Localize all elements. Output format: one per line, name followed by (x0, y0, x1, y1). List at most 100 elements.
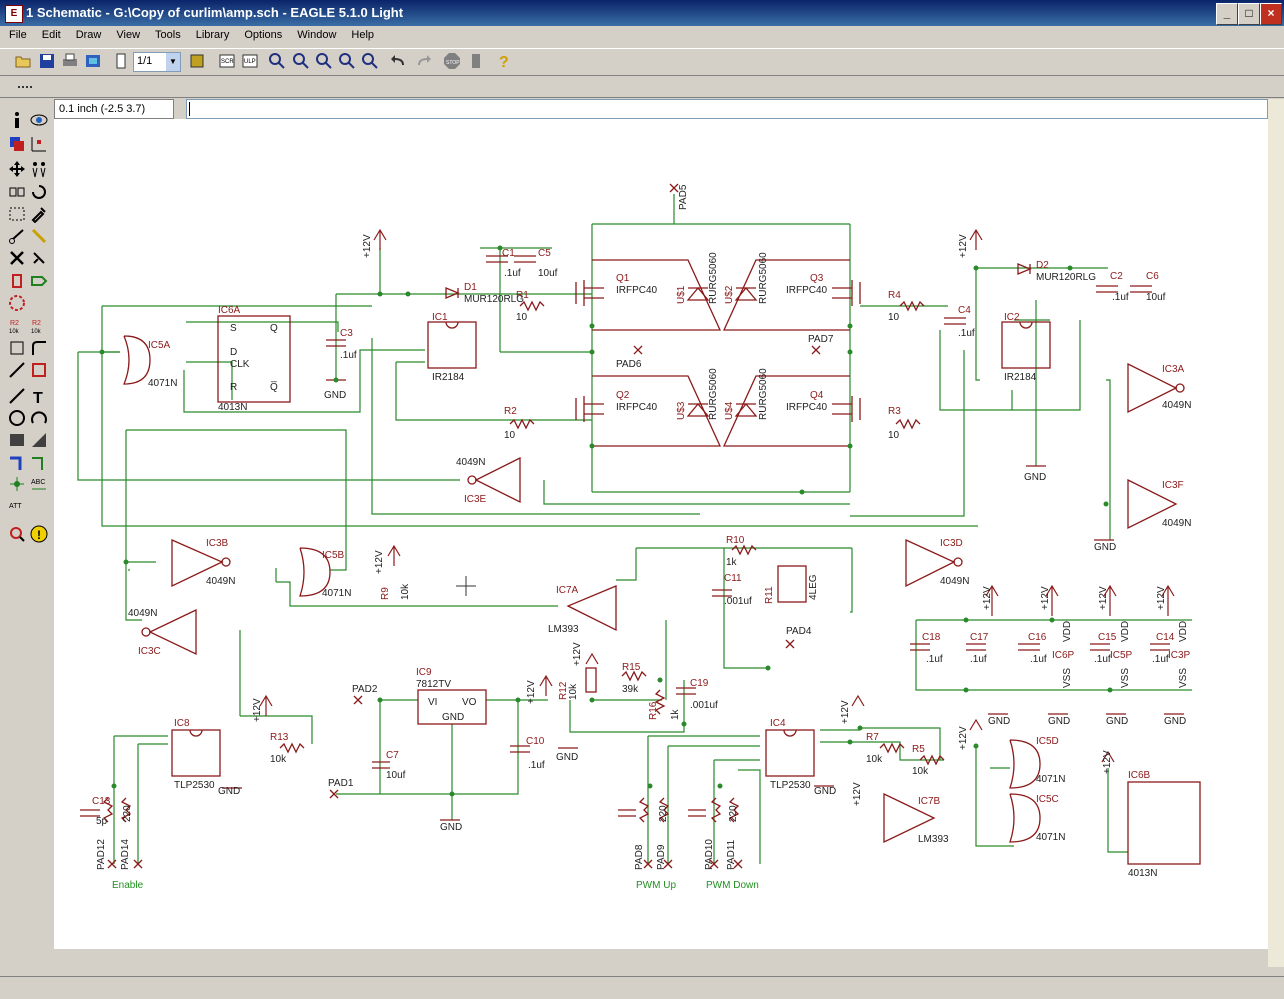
cam-processor-icon[interactable] (84, 52, 102, 70)
miter-icon[interactable] (30, 339, 48, 357)
label-icon[interactable]: ABC (30, 475, 48, 493)
erc-icon[interactable] (8, 525, 26, 543)
plus12-m: +12V (1098, 586, 1109, 610)
menu-tools[interactable]: Tools (155, 29, 181, 41)
svg-text:T: T (33, 390, 43, 405)
menu-bar: File Edit Draw View Tools Library Options Windo… (0, 27, 1284, 47)
help-icon[interactable]: ? (495, 52, 513, 71)
gnd-g: GND (814, 786, 836, 797)
paste-icon[interactable] (30, 227, 48, 245)
smash-icon[interactable] (8, 339, 26, 357)
delete-icon[interactable] (8, 249, 26, 267)
grid-icon[interactable] (16, 78, 34, 96)
undo-icon[interactable] (390, 52, 408, 70)
redraw-icon[interactable] (338, 52, 356, 70)
ic5d-name: IC5D (1036, 736, 1059, 747)
mark-icon[interactable] (30, 135, 48, 153)
stop-icon[interactable]: STOP (443, 52, 461, 70)
script-icon[interactable]: SCR (218, 52, 236, 70)
r220-a: 220 (122, 805, 133, 822)
group-icon[interactable] (8, 205, 26, 223)
go-icon[interactable] (467, 52, 485, 70)
rect-icon[interactable] (8, 431, 26, 449)
errors-icon[interactable]: ! (30, 525, 48, 543)
gateswap-icon[interactable] (30, 272, 48, 290)
print-icon[interactable] (61, 52, 79, 70)
zoom-out-icon[interactable] (315, 52, 333, 70)
plus12-n: +12V (1156, 586, 1167, 610)
add-icon[interactable] (30, 249, 48, 267)
pwm-up-label: PWM Up (636, 880, 676, 891)
maximize-button[interactable]: □ (1238, 3, 1260, 25)
menu-view[interactable]: View (116, 29, 141, 41)
split-icon[interactable] (8, 361, 26, 379)
menu-library[interactable]: Library (195, 29, 230, 41)
open-icon[interactable] (14, 52, 32, 70)
ic5a-type: 4071N (148, 378, 177, 389)
copy-icon[interactable] (30, 160, 48, 178)
invoke-icon[interactable] (30, 361, 48, 379)
replace-icon[interactable] (8, 294, 26, 312)
schematic-canvas[interactable]: IC6A 4013N S D CLK R Q Q̅ IC5A 4071N IC1… (54, 119, 1268, 949)
c13-value: 5p (96, 816, 108, 827)
command-input[interactable] (186, 99, 1268, 119)
gnd-f: GND (218, 786, 240, 797)
r4-value: 10 (888, 312, 900, 323)
c14-name: C14 (1156, 632, 1175, 643)
info-icon[interactable] (8, 111, 26, 129)
bus-icon[interactable] (8, 454, 26, 472)
redo-icon[interactable] (414, 52, 432, 70)
close-button[interactable]: × (1260, 3, 1282, 25)
menu-window[interactable]: Window (297, 29, 337, 41)
sheet-select[interactable]: 1/1▼ (133, 52, 181, 72)
save-icon[interactable] (38, 52, 56, 70)
board-icon[interactable] (188, 52, 206, 70)
r4-name: R4 (888, 290, 901, 301)
c16-name: C16 (1028, 632, 1047, 643)
r10-value: 1k (726, 557, 738, 568)
eagle-app-icon[interactable]: E (5, 5, 23, 23)
circle-icon[interactable] (8, 409, 26, 427)
c6-value: 10uf (1146, 292, 1166, 303)
wire-icon[interactable] (8, 387, 26, 405)
menu-help[interactable]: Help (351, 29, 375, 41)
q4-type: IRFPC40 (786, 402, 828, 413)
change-icon[interactable] (30, 205, 48, 224)
ulp-icon[interactable]: ULP (241, 52, 259, 70)
polygon-icon[interactable] (30, 431, 48, 449)
net-icon[interactable] (30, 454, 48, 472)
q2-type: IRFPC40 (616, 402, 658, 413)
menu-file[interactable]: File (9, 29, 27, 41)
text-icon[interactable]: T (30, 387, 48, 407)
zoom-select-icon[interactable] (361, 52, 379, 70)
pinswap-icon[interactable] (8, 272, 26, 290)
vertical-scrollbar[interactable] (1268, 99, 1284, 967)
svg-text:SCR: SCR (221, 59, 234, 65)
horizontal-scrollbar[interactable] (54, 950, 1268, 966)
move-icon[interactable] (8, 160, 26, 178)
ic3b-type: 4049N (206, 576, 235, 587)
junction-icon[interactable] (8, 475, 26, 493)
ic6a-name: IC6A (218, 305, 241, 316)
zoom-in-icon[interactable] (292, 52, 310, 70)
attribute-icon[interactable]: ATT (8, 499, 26, 517)
ic1-name: IC1 (432, 312, 448, 323)
show-icon[interactable] (30, 111, 48, 129)
menu-edit[interactable]: Edit (41, 29, 61, 41)
mirror-icon[interactable] (8, 183, 26, 201)
arc-icon[interactable] (30, 409, 48, 427)
sheet-icon[interactable] (112, 52, 130, 70)
ic3c-type: 4049N (128, 608, 157, 619)
ic6a-pin-clk: CLK (230, 359, 250, 370)
c18-name: C18 (922, 632, 941, 643)
menu-options[interactable]: Options (244, 29, 283, 41)
rotate-icon[interactable] (30, 183, 48, 201)
r13-name: R13 (270, 732, 289, 743)
menu-draw[interactable]: Draw (75, 29, 102, 41)
display-icon[interactable] (8, 135, 26, 153)
minimize-button[interactable]: _ (1216, 3, 1238, 25)
cut-icon[interactable] (8, 227, 26, 245)
zoom-fit-icon[interactable] (268, 52, 286, 70)
